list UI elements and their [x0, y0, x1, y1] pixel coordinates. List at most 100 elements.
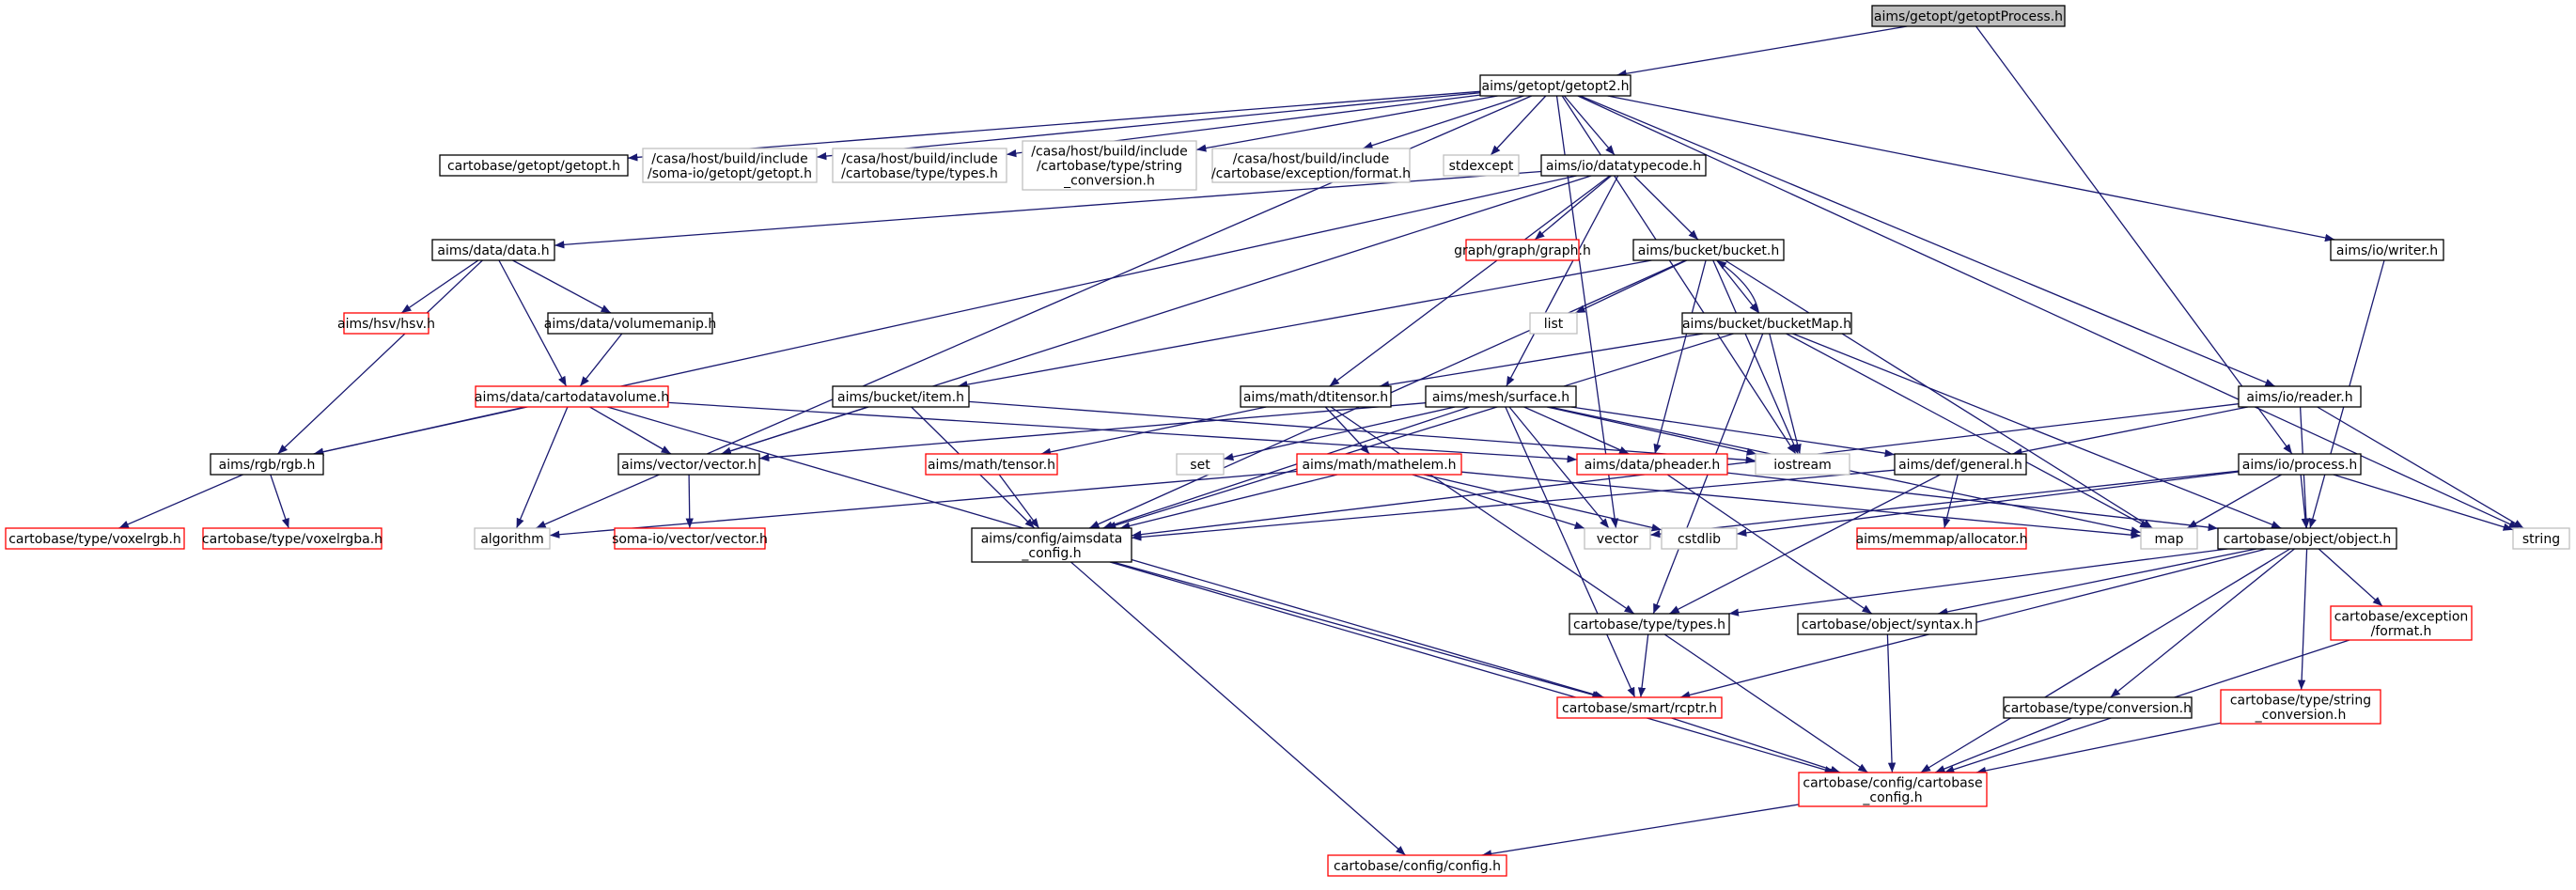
node-cstdlib[interactable]: cstdlib	[1661, 527, 1738, 550]
node-dtitensor[interactable]: aims/math/dtitensor.h	[1240, 385, 1392, 408]
node-box	[2512, 527, 2570, 550]
node-label: _conversion.h	[2255, 708, 2347, 723]
node-box	[1296, 453, 1462, 476]
node-pheader[interactable]: aims/data/pheader.h	[1576, 453, 1728, 476]
node-rgb[interactable]: aims/rgb/rgb.h	[210, 453, 324, 476]
edge-aimsdata_config-to-rcptr	[1112, 561, 1602, 699]
node-conversion[interactable]: cartobase/type/conversion.h	[2003, 696, 2193, 719]
edge-bucketmap-to-dtitensor	[1379, 333, 1704, 389]
edge-getopt2-to-casa_format	[1362, 95, 1524, 149]
node-tensor[interactable]: aims/math/tensor.h	[925, 453, 1058, 476]
node-label: cstdlib	[1678, 532, 1721, 547]
node-label: aims/rgb/rgb.h	[219, 458, 316, 473]
node-config[interactable]: cartobase/config/config.h	[1327, 854, 1507, 877]
node-box	[1540, 154, 1707, 177]
node-cb_getopt[interactable]: cartobase/getopt/getopt.h	[439, 154, 629, 177]
node-somaio_vector[interactable]: soma-io/vector/vector.h	[612, 527, 768, 550]
node-getopt2[interactable]: aims/getopt/getopt2.h	[1479, 74, 1631, 97]
node-box	[1584, 527, 1651, 550]
node-label: aims/bucket/bucket.h	[1638, 243, 1780, 258]
node-item[interactable]: aims/bucket/item.h	[832, 385, 970, 408]
node-strconv[interactable]: cartobase/type/string_conversion.h	[2220, 689, 2381, 725]
edge-pheader-to-syntax	[1666, 474, 1873, 615]
node-label: vector	[1597, 532, 1639, 547]
edge-syntax-to-cb_config	[1886, 633, 1897, 773]
node-data[interactable]: aims/data/data.h	[431, 239, 555, 261]
node-box	[1022, 140, 1197, 191]
edge-aimsdata_config-to-config	[1070, 561, 1406, 856]
node-syntax[interactable]: cartobase/object/syntax.h	[1797, 613, 1977, 635]
node-box	[617, 453, 760, 476]
node-box	[1479, 74, 1631, 97]
edge-getopt2-to-casa_strconv	[1195, 95, 1498, 152]
node-allocator[interactable]: aims/memmap/allocator.h	[1856, 527, 2028, 550]
node-label: aims/math/tensor.h	[928, 458, 1055, 473]
node-label: /cartobase/type/string	[1037, 159, 1182, 174]
node-root[interactable]: aims/getopt/getoptProcess.h	[1871, 5, 2066, 27]
node-box	[925, 453, 1058, 476]
node-box	[2238, 385, 2362, 408]
edge-general-to-types	[1669, 474, 1941, 615]
node-datatypecode[interactable]: aims/io/datatypecode.h	[1540, 154, 1707, 177]
node-label: aims/getopt/getopt2.h	[1482, 79, 1630, 94]
node-surface[interactable]: aims/mesh/surface.h	[1425, 385, 1577, 408]
edge-mathelem-to-cstdlib	[1423, 474, 1663, 532]
node-voxelrgba[interactable]: cartobase/type/voxelrgba.h	[202, 527, 382, 550]
edge-data-to-volumemanip	[512, 259, 612, 314]
node-string[interactable]: string	[2512, 527, 2570, 550]
node-mathelem[interactable]: aims/math/mathelem.h	[1296, 453, 1462, 476]
node-cb_config[interactable]: cartobase/config/cartobase_config.h	[1798, 772, 1988, 807]
node-label: aims/bucket/bucketMap.h	[1682, 317, 1851, 332]
node-cartodatavolume[interactable]: aims/data/cartodatavolume.h	[475, 385, 669, 408]
node-object[interactable]: cartobase/object/object.h	[2217, 527, 2397, 550]
node-set[interactable]: set	[1176, 453, 1225, 476]
node-label: /cartobase/type/types.h	[841, 166, 998, 181]
node-label: /casa/host/build/include	[1233, 151, 1389, 166]
node-box	[2220, 689, 2381, 725]
node-label: map	[2154, 532, 2183, 547]
node-process[interactable]: aims/io/process.h	[2238, 453, 2362, 476]
node-box	[1443, 154, 1520, 177]
edge-root-to-getopt2	[1616, 25, 1908, 78]
node-vector[interactable]: vector	[1584, 527, 1651, 550]
edge-process-to-map	[2187, 474, 2282, 529]
node-box	[1240, 385, 1392, 408]
node-box	[832, 385, 970, 408]
node-general[interactable]: aims/def/general.h	[1894, 453, 2027, 476]
node-reader[interactable]: aims/io/reader.h	[2238, 385, 2362, 408]
edge-surface-to-vector_h	[758, 402, 1427, 462]
node-graph[interactable]: graph/graph/graph.h	[1454, 239, 1591, 261]
node-box	[5, 527, 185, 550]
node-list[interactable]: list	[1529, 312, 1578, 335]
node-types[interactable]: cartobase/type/types.h	[1569, 613, 1730, 635]
node-stdexcept[interactable]: stdexcept	[1443, 154, 1520, 177]
node-voxelrgb[interactable]: cartobase/type/voxelrgb.h	[5, 527, 185, 550]
node-hsv[interactable]: aims/hsv/hsv.h	[337, 312, 435, 335]
edge-bucket-to-pheader	[1653, 259, 1707, 455]
node-vector_h[interactable]: aims/vector/vector.h	[617, 453, 760, 476]
node-box	[2330, 605, 2473, 641]
node-map[interactable]: map	[2140, 527, 2198, 550]
node-volumemanip[interactable]: aims/data/volumemanip.h	[544, 312, 716, 335]
node-writer[interactable]: aims/io/writer.h	[2330, 239, 2444, 261]
node-casa_somaio[interactable]: /casa/host/build/include/soma-io/getopt/…	[642, 148, 818, 183]
node-bucket[interactable]: aims/bucket/bucket.h	[1632, 239, 1785, 261]
edge-surface-to-general	[1570, 406, 1896, 458]
node-casa_strconv[interactable]: /casa/host/build/include/cartobase/type/…	[1022, 140, 1197, 191]
node-exc_format[interactable]: cartobase/exception/format.h	[2330, 605, 2473, 641]
node-iostream[interactable]: iostream	[1755, 453, 1850, 476]
node-label: aims/data/data.h	[437, 243, 549, 258]
edge-item-to-iostream	[968, 400, 1756, 464]
node-aimsdata_config[interactable]: aims/config/aimsdata_config.h	[971, 527, 1132, 563]
node-label: aims/io/datatypecode.h	[1546, 159, 1701, 174]
edge-getopt2-to-stdexcept	[1490, 95, 1547, 156]
edge-data-to-cartodatavolume	[498, 259, 568, 387]
node-algorithm[interactable]: algorithm	[474, 527, 551, 550]
node-casa_format[interactable]: /casa/host/build/include/cartobase/excep…	[1211, 148, 1411, 183]
node-label: cartobase/getopt/getopt.h	[447, 159, 620, 174]
node-rcptr[interactable]: cartobase/smart/rcptr.h	[1556, 696, 1723, 719]
node-casa_types[interactable]: /casa/host/build/include/cartobase/type/…	[832, 148, 1007, 183]
node-bucketmap[interactable]: aims/bucket/bucketMap.h	[1681, 312, 1852, 335]
edge-object-to-cb_config	[1920, 548, 2291, 773]
